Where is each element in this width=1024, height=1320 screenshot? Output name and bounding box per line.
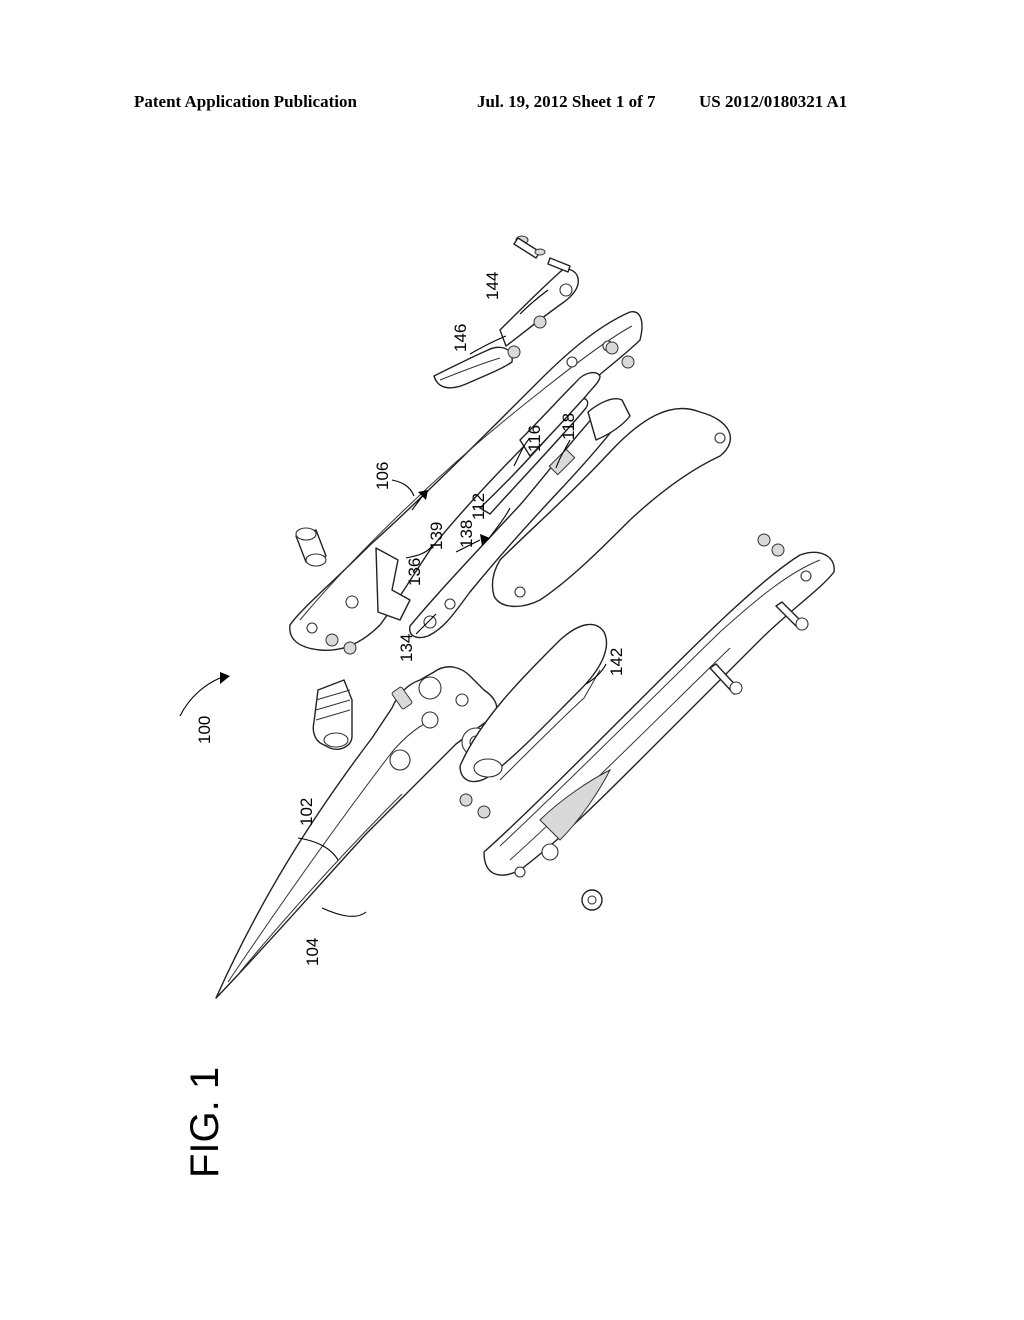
ref-146: 146	[451, 324, 470, 352]
pivot-bushing	[312, 679, 353, 750]
standoff-post	[295, 527, 327, 567]
reference-numerals: 100 102 104 106 112 116 118 134 136 138 …	[183, 272, 626, 1178]
ref-116: 116	[525, 425, 544, 452]
publication-number: US 2012/0180321 A1	[699, 92, 848, 111]
rotation-arrows	[411, 490, 490, 553]
lock-bar	[519, 371, 601, 476]
page-header: Patent Application Publication Jul. 19, …	[0, 92, 1024, 116]
pins-144	[507, 235, 571, 359]
blade	[215, 666, 498, 999]
ref-112: 112	[469, 493, 488, 520]
screws-lower	[581, 533, 809, 911]
screws-142	[459, 793, 491, 819]
ref-118: 118	[559, 413, 578, 440]
liner-112	[409, 398, 627, 639]
flipper-146	[433, 346, 513, 389]
ref-139: 139	[427, 522, 446, 550]
ref-144: 144	[483, 272, 502, 300]
leader-lines	[179, 289, 607, 917]
figure-label: FIG. 1	[183, 1067, 227, 1178]
ref-100: 100	[195, 716, 214, 744]
spring-plate-142	[459, 623, 608, 783]
publication-title: Patent Application Publication	[134, 92, 357, 111]
publication-date-sheet: Jul. 19, 2012 Sheet 1 of 7	[477, 92, 656, 111]
ref-134: 134	[397, 634, 416, 662]
ref-138: 138	[457, 520, 476, 548]
screws-106	[325, 341, 635, 655]
ref-102: 102	[297, 798, 316, 826]
handle-frame-lower	[483, 551, 835, 878]
handle-scale-right	[491, 407, 732, 607]
ref-104: 104	[303, 938, 322, 966]
detent-144	[499, 268, 579, 347]
back-spacer	[587, 398, 631, 441]
ref-142: 142	[607, 648, 626, 676]
ref-106: 106	[373, 462, 392, 490]
ref-136: 136	[405, 558, 424, 586]
